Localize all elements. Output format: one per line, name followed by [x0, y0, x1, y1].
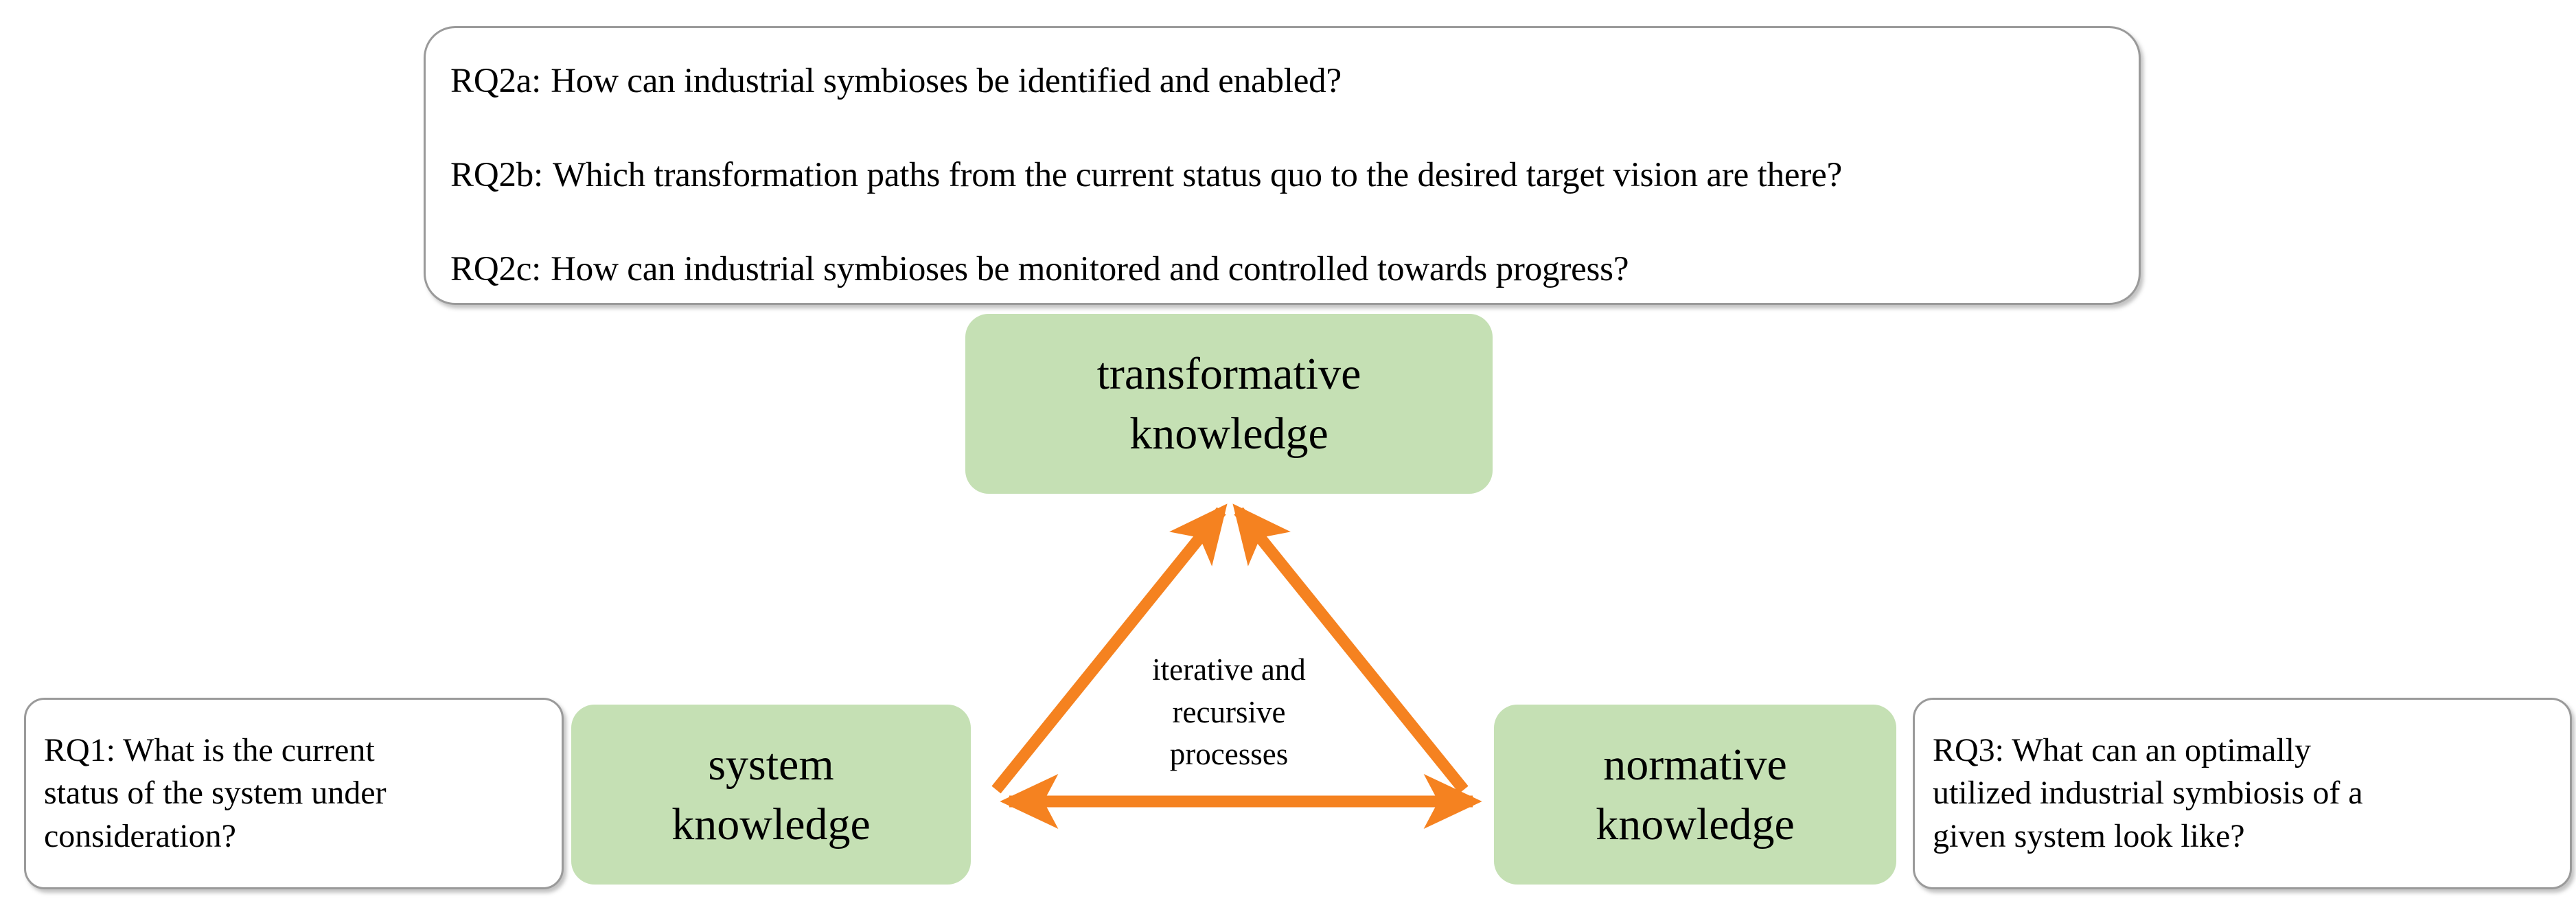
rq1-line-3: consideration? [44, 817, 236, 854]
rq2b-line: RQ2b:Which transformation paths from the… [450, 158, 2139, 193]
iterative-recursive-caption: iterative and recursive processes [1090, 649, 1368, 776]
caption-line-3: processes [1169, 737, 1289, 772]
node-transformative-label: transformative knowledge [1097, 344, 1361, 464]
rq2c-text: How can industrial symbioses be monitore… [551, 250, 1629, 288]
rq2c-tag: RQ2c: [450, 250, 542, 288]
rq1-line-2: status of the system under [44, 775, 387, 812]
rq2b-text: Which transformation paths from the curr… [553, 156, 1843, 194]
node-normative-line-1: normative [1603, 739, 1787, 790]
node-system-line-1: system [708, 739, 834, 790]
rq1-question-box: RQ1: What is the current status of the s… [24, 698, 564, 889]
rq3-line-3: given system look like? [1933, 817, 2245, 854]
rq2b-tag: RQ2b: [450, 156, 544, 194]
rq3-line-2: utilized industrial symbiosis of a [1933, 775, 2363, 812]
node-normative-knowledge: normative knowledge [1494, 705, 1896, 885]
rq3-text-block: RQ3: What can an optimally utilized indu… [1915, 700, 2570, 887]
node-transformative-line-1: transformative [1096, 348, 1361, 399]
node-transformative-line-2: knowledge [1129, 409, 1329, 459]
node-system-knowledge: system knowledge [571, 705, 971, 885]
node-normative-line-2: knowledge [1596, 799, 1795, 849]
rq2a-line: RQ2a:How can industrial symbioses be ide… [450, 64, 2139, 99]
rq2a-tag: RQ2a: [450, 62, 542, 100]
rq2-question-box: RQ2a:How can industrial symbioses be ide… [424, 26, 2141, 305]
rq2a-text: How can industrial symbioses be identifi… [551, 62, 1342, 100]
node-system-label: system knowledge [671, 735, 871, 854]
rq1-text-block: RQ1: What is the current status of the s… [26, 700, 562, 887]
rq1-line-1: RQ1: What is the current [44, 731, 375, 768]
node-normative-label: normative knowledge [1596, 735, 1795, 854]
caption-line-2: recursive [1172, 694, 1286, 729]
rq2c-line: RQ2c:How can industrial symbioses be mon… [450, 252, 2139, 287]
caption-line-1: iterative and [1152, 652, 1306, 687]
node-system-line-2: knowledge [671, 799, 871, 849]
node-transformative-knowledge: transformative knowledge [965, 314, 1493, 494]
rq3-question-box: RQ3: What can an optimally utilized indu… [1913, 698, 2572, 889]
rq3-line-1: RQ3: What can an optimally [1933, 731, 2311, 768]
rq2-text-block: RQ2a:How can industrial symbioses be ide… [426, 28, 2139, 303]
